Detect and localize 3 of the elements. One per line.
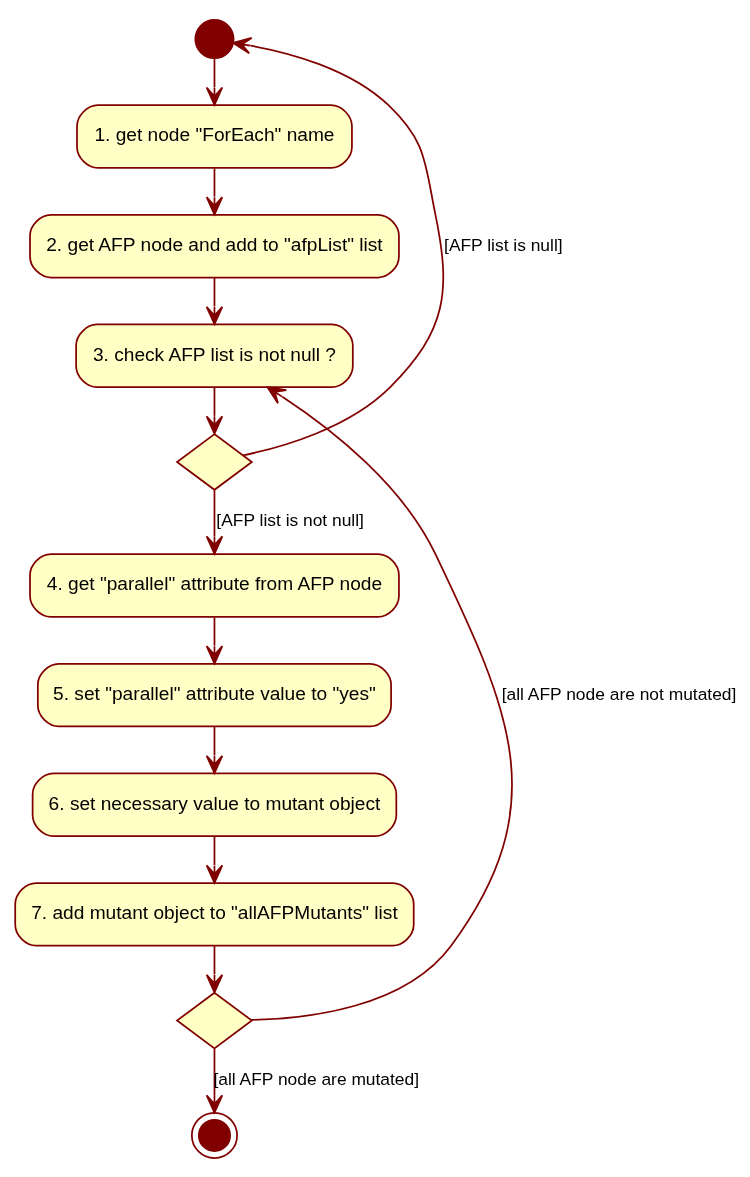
edge-label: [all AFP node are not mutated] [501, 683, 737, 703]
edge-label: [AFP list is null] [444, 234, 563, 255]
edge-label: [AFP list is not null] [216, 509, 364, 530]
